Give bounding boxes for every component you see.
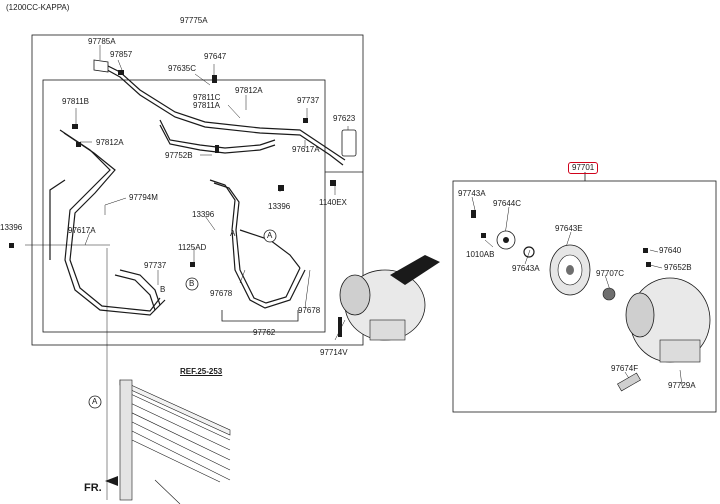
part-label[interactable]: 97811C — [193, 93, 221, 102]
part-label[interactable]: 97812A — [235, 86, 263, 95]
part-label[interactable]: 97737 — [144, 261, 167, 270]
engine-variant-label: (1200CC-KAPPA) — [6, 3, 70, 12]
compressor-kit-frame — [452, 180, 717, 413]
inner-hose-frame — [42, 79, 326, 333]
hose-group-bracket — [221, 310, 299, 322]
part-label[interactable]: 1140EX — [319, 198, 347, 207]
part-label[interactable]: 97857 — [110, 50, 133, 59]
front-arrow — [105, 476, 118, 486]
condenser — [119, 379, 231, 504]
part-label[interactable]: 97635C — [168, 64, 197, 73]
part-label[interactable]: 13396 — [0, 223, 23, 232]
reference-link[interactable]: REF.25-253 — [180, 367, 223, 376]
compressor-body — [625, 277, 711, 363]
leader-lines — [25, 45, 683, 500]
callout-letter: B — [189, 279, 195, 288]
part-label[interactable]: 97707C — [596, 269, 625, 278]
hose-assembly-frame — [31, 34, 364, 346]
part-label[interactable]: 97737 — [297, 96, 320, 105]
callout-letter: A — [230, 229, 236, 238]
part-label[interactable]: 97678 — [298, 306, 321, 315]
callouts — [88, 229, 277, 409]
callout-letter: B — [160, 285, 166, 294]
callout-letter: A — [267, 231, 273, 240]
part-label[interactable]: 97752B — [165, 151, 193, 160]
part-label[interactable]: 97640 — [659, 246, 682, 255]
highlighted-part-label[interactable]: 97701 — [568, 162, 599, 174]
refrigerant-pipes — [49, 61, 346, 316]
part-label[interactable]: 97762 — [253, 328, 276, 337]
receiver-drier — [341, 129, 357, 157]
part-label[interactable]: 97812A — [96, 138, 124, 147]
part-label[interactable]: 1010AB — [466, 250, 495, 259]
callout-letter: A — [92, 397, 98, 406]
part-label[interactable]: 97714V — [320, 348, 348, 357]
part-label[interactable]: 97729A — [668, 381, 696, 390]
part-label[interactable]: 97775A — [180, 16, 208, 25]
pulley — [549, 244, 591, 296]
part-label[interactable]: 97811A — [193, 101, 220, 110]
part-label[interactable]: 1125AD — [178, 243, 207, 252]
part-label[interactable]: 97617A — [292, 145, 320, 154]
front-direction-label: FR. — [84, 482, 102, 494]
part-label[interactable]: 97678 — [210, 289, 233, 298]
part-label[interactable]: 97785A — [88, 37, 116, 46]
part-label[interactable]: 97643E — [555, 224, 583, 233]
snap-ring — [523, 246, 535, 258]
part-label[interactable]: 97743A — [458, 189, 486, 198]
part-label[interactable]: 13396 — [192, 210, 215, 219]
part-label[interactable]: 97643A — [512, 264, 540, 273]
field-coil — [602, 287, 616, 301]
part-label[interactable]: 97674F — [611, 364, 639, 373]
ac-compressor — [339, 255, 440, 341]
part-label[interactable]: 97623 — [333, 114, 356, 123]
part-label[interactable]: 97644C — [493, 199, 522, 208]
part-label[interactable]: 13396 — [268, 202, 291, 211]
pressure-valve — [617, 372, 641, 392]
clutch-hub — [496, 230, 516, 250]
part-label[interactable]: 97794M — [129, 193, 158, 202]
fasteners — [9, 70, 651, 337]
part-label[interactable]: 97617A — [68, 226, 96, 235]
part-label[interactable]: 97652B — [664, 263, 692, 272]
part-label[interactable]: 97647 — [204, 52, 227, 61]
part-label[interactable]: 97811B — [62, 97, 89, 106]
clip-part — [93, 59, 109, 73]
